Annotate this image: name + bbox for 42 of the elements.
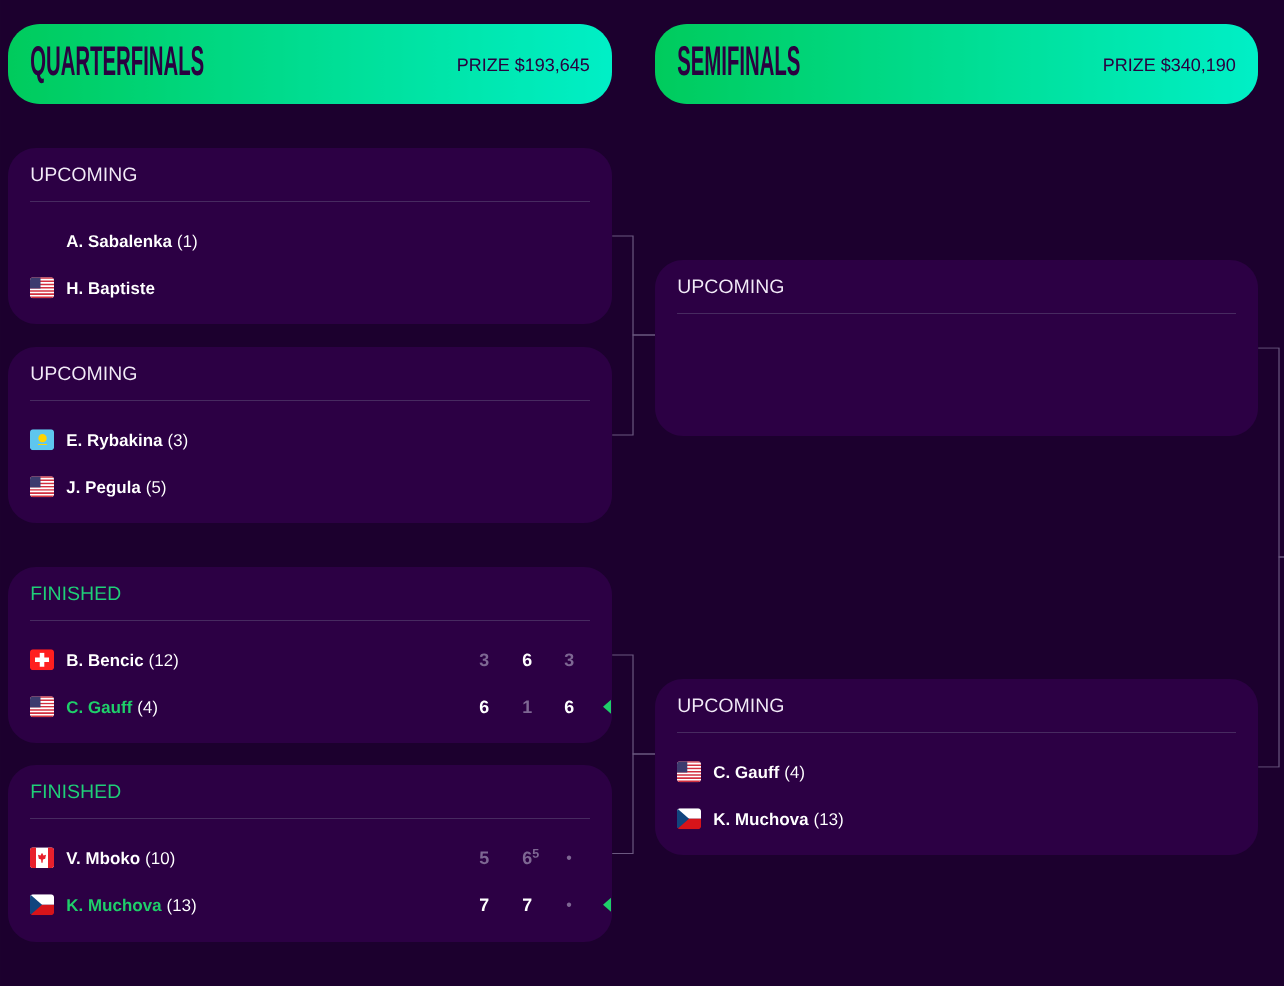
set-score: 7 xyxy=(480,898,489,911)
seed-number: (1) xyxy=(178,234,197,251)
set-score: 6$^{5}$ xyxy=(522,849,539,865)
player-name: B. Bencic xyxy=(67,653,144,667)
match-status: UPCOMING xyxy=(31,167,136,182)
player-name: C. Gauff xyxy=(66,700,133,714)
seed-number: (13) xyxy=(167,898,196,915)
player-name: H. Baptiste xyxy=(67,281,155,298)
set-score: 3 xyxy=(564,653,574,667)
seed-number: (5) xyxy=(146,480,166,497)
set-score: 6 xyxy=(564,700,574,714)
match-status: UPCOMING xyxy=(678,279,783,294)
set-score: 1 xyxy=(523,700,532,713)
set-score: 5 xyxy=(479,851,489,865)
match-status: FINISHED xyxy=(31,586,121,601)
round-title: SEMIFINALS xyxy=(677,46,800,76)
set-score: 3 xyxy=(479,653,489,667)
prize-label: PRIZE $340,190 xyxy=(1104,57,1236,74)
prize-label: PRIZE $193,645 xyxy=(458,57,590,74)
player-name: J. Pegula xyxy=(66,480,141,497)
bracket-line xyxy=(1257,556,1284,768)
seed-number: (3) xyxy=(168,433,188,450)
seed-number: (4) xyxy=(138,700,157,717)
player-name: K. Muchova xyxy=(67,898,162,912)
player-name: K. Muchova xyxy=(714,812,809,826)
seed-number: (13) xyxy=(814,812,843,829)
set-score: 7 xyxy=(523,898,532,911)
player-name: A. Sabalenka xyxy=(66,234,173,248)
bracket-line xyxy=(611,753,656,855)
round-title: QUARTERFINALS xyxy=(31,46,204,84)
player-name: V. Mboko xyxy=(66,851,140,865)
set-score: 6 xyxy=(479,700,489,714)
set-score: 6 xyxy=(522,653,532,667)
player-name: E. Rybakina xyxy=(67,433,163,450)
player-name: C. Gauff xyxy=(713,765,780,779)
match-status: UPCOMING xyxy=(31,366,136,381)
seed-number: (10) xyxy=(146,851,175,868)
seed-number: (4) xyxy=(785,765,804,782)
match-status: UPCOMING xyxy=(678,698,783,713)
match-status: FINISHED xyxy=(31,784,121,799)
seed-number: (12) xyxy=(149,653,178,670)
bracket-line xyxy=(611,334,656,436)
